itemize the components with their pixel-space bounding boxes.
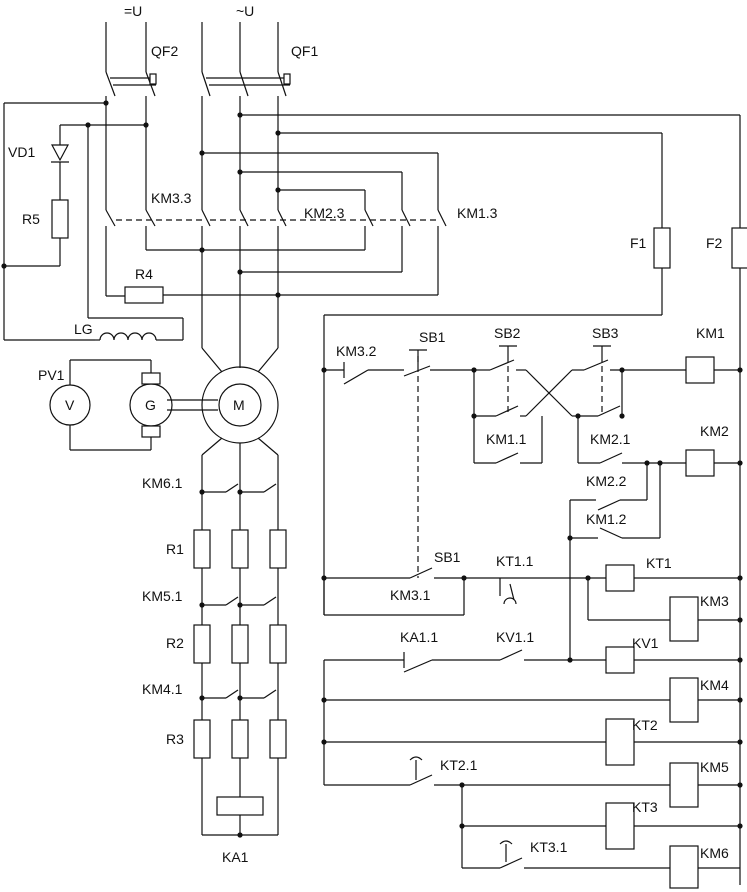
breaker-qf2 (105, 71, 157, 210)
km6-1-label: KM6.1 (142, 475, 183, 491)
fuse-f1-symbol (653, 227, 671, 269)
km2-1-label: KM2.1 (590, 431, 631, 447)
km4-coil-label: KM4 (700, 677, 729, 693)
coil-km2-symbol (685, 449, 715, 477)
voltmeter-label: V (65, 397, 75, 413)
voltmeter-pv1-symbol (49, 359, 152, 451)
current-relay-ka1-symbol (201, 758, 279, 836)
kt3-1-label: KT3.1 (530, 839, 568, 855)
motor-label: M (233, 397, 245, 413)
coil-kt2-symbol (605, 718, 635, 766)
coil-kt3-symbol (605, 802, 635, 850)
reversing-wiring (202, 152, 447, 295)
resistor-r2b (231, 624, 249, 664)
contact-km4-1 (201, 663, 279, 720)
kv1-coil-label: KV1 (632, 635, 659, 651)
f1-label: F1 (630, 235, 647, 251)
resistor-r1c (269, 529, 287, 569)
r2-label: R2 (166, 635, 184, 651)
km3-2-label: KM3.2 (336, 343, 377, 359)
ac-supply-label: ~U (236, 3, 254, 19)
qf2-label: QF2 (151, 43, 178, 59)
km1-2-label: KM1.2 (586, 511, 627, 527)
resistor-r3b (231, 719, 249, 759)
km3-1-label: KM3.1 (390, 587, 431, 603)
resistor-r3c (269, 719, 287, 759)
km6-coil-label: KM6 (700, 845, 729, 861)
kt3-coil-label: KT3 (632, 799, 658, 815)
diode-vd1-symbol (51, 140, 69, 163)
km2-2-label: KM2.2 (586, 473, 627, 489)
coil-km6-symbol (669, 845, 699, 889)
kt1-coil-label: KT1 (646, 555, 672, 571)
km5-1-label: KM5.1 (142, 588, 183, 604)
resistor-r4-symbol (124, 286, 164, 304)
inductor-lg-symbol (95, 332, 160, 341)
dc-supply-lines (105, 22, 147, 72)
dc-field-wiring (3, 102, 184, 341)
kv1-1-label: KV1.1 (496, 629, 534, 645)
coil-km5-symbol (669, 762, 699, 808)
coil-km4-symbol (669, 677, 699, 723)
resistor-r2c (269, 624, 287, 664)
kt2-1-label: KT2.1 (440, 757, 478, 773)
contact-km5-1 (201, 568, 279, 625)
km1-1-label: KM1.1 (486, 431, 527, 447)
contact-km3-3 (105, 209, 203, 297)
r3-label: R3 (166, 731, 184, 747)
r1-label: R1 (166, 541, 184, 557)
r4-label: R4 (135, 266, 153, 282)
resistor-r2a (193, 624, 211, 664)
km2-coil-label: KM2 (700, 423, 729, 439)
coil-kt1-symbol (605, 564, 635, 592)
coil-kv1-symbol (605, 646, 635, 674)
km4-1-label: KM4.1 (142, 681, 183, 697)
dc-supply-label: =U (124, 3, 142, 19)
resistor-r1a (193, 529, 211, 569)
interlock-contacts (569, 463, 661, 660)
rung-km1 (324, 345, 740, 578)
f2-label: F2 (706, 235, 723, 251)
generator-label: G (145, 397, 156, 413)
shaft-coupling (167, 399, 218, 411)
sb2-label: SB2 (494, 325, 521, 341)
fuse-f2-symbol (731, 227, 747, 269)
sb1-top-label: SB1 (419, 329, 446, 345)
km3-coil-label: KM3 (700, 593, 729, 609)
resistor-r3a (193, 719, 211, 759)
km1-coil-label: KM1 (696, 325, 725, 341)
km3-3-label: KM3.3 (151, 190, 192, 206)
km2-3-label: KM2.3 (304, 205, 345, 221)
rung-kt1 (323, 567, 740, 621)
r5-label: R5 (22, 211, 40, 227)
sb3-label: SB3 (592, 325, 619, 341)
resistor-r1b (231, 529, 249, 569)
qf1-label: QF1 (291, 43, 318, 59)
ac-supply-lines (201, 22, 279, 72)
vd1-label: VD1 (8, 144, 35, 160)
coil-km3-symbol (669, 596, 699, 642)
resistor-r5-symbol (51, 199, 69, 239)
km5-coil-label: KM5 (700, 759, 729, 775)
contact-main-ac (201, 209, 440, 348)
motor-m-symbol (201, 347, 279, 444)
ka1-1-label: KA1.1 (400, 629, 438, 645)
rung-kv1 (323, 649, 740, 785)
rung-km6 (462, 840, 740, 869)
rotor-leads (201, 437, 279, 485)
holding-contacts (473, 370, 686, 464)
km1-3-label: KM1.3 (457, 205, 498, 221)
sb1-bottom-label: SB1 (434, 549, 461, 565)
kt1-1-label: KT1.1 (496, 553, 534, 569)
pv1-label: PV1 (38, 367, 65, 383)
kt2-coil-label: KT2 (632, 717, 658, 733)
ka1-label: KA1 (222, 849, 249, 865)
lg-label: LG (74, 321, 93, 337)
